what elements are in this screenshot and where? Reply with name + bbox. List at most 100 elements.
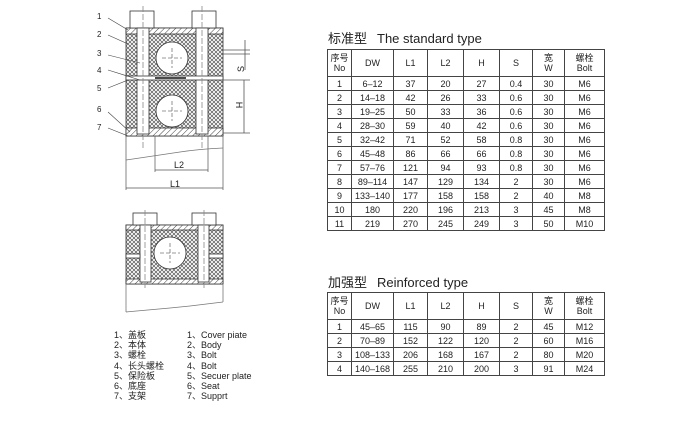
header-text: S	[512, 301, 519, 311]
table-cell: 3	[327, 347, 352, 362]
table-cell: 11	[327, 216, 352, 231]
table-cell: 58	[463, 132, 500, 147]
header-text: H	[478, 58, 485, 68]
table-cell: 2	[499, 174, 533, 189]
table-cell: M6	[564, 174, 605, 189]
table-cell: 66	[463, 146, 500, 161]
header-text: 宽	[543, 296, 553, 306]
column-header: H	[463, 292, 500, 320]
table-cell: 52	[427, 132, 464, 147]
table-cell: 70–89	[351, 333, 394, 348]
table-cell: 8	[327, 174, 352, 189]
callout-5: 5	[97, 84, 102, 93]
dim-s: S	[236, 65, 247, 73]
table-cell: M24	[564, 361, 605, 376]
table-cell: 4	[327, 361, 352, 376]
table-cell: M10	[564, 216, 605, 231]
table-cell: 80	[532, 347, 565, 362]
header-text: L2	[440, 58, 451, 68]
legend-item: 2、本体	[114, 340, 147, 351]
legend-item: 5、Secuer plate	[187, 370, 252, 381]
table-cell: M8	[564, 188, 605, 203]
header-text: L2	[440, 301, 451, 311]
table-cell: 45–48	[351, 146, 394, 161]
legend-item: 4、Bolt	[187, 360, 217, 371]
table-cell: 167	[463, 347, 500, 362]
table-cell: 26	[427, 90, 464, 105]
table-cell: 3	[499, 216, 533, 231]
table-cell: 220	[393, 202, 428, 217]
table-cell: 168	[427, 347, 464, 362]
table-cell: 89–114	[351, 174, 394, 189]
callout-6: 6	[97, 105, 102, 114]
table-cell: 134	[463, 174, 500, 189]
table-cell: 50	[393, 104, 428, 119]
column-header: DW	[351, 49, 394, 77]
table-cell: 115	[393, 319, 428, 334]
table-cell: 57–76	[351, 160, 394, 175]
table-cell: 32–42	[351, 132, 394, 147]
table-cell: 152	[393, 333, 428, 348]
table-cell: 30	[532, 160, 565, 175]
table-cell: 0.6	[499, 90, 533, 105]
legend-english: 1、Cover piate 2、Body 3、Bolt 4、Bolt 5、Sec…	[187, 330, 252, 401]
table-cell: 37	[393, 76, 428, 91]
table-cell: 180	[351, 202, 394, 217]
table-cell: M6	[564, 132, 605, 147]
table-cell: 1	[327, 319, 352, 334]
table-cell: 30	[532, 174, 565, 189]
table-cell: 91	[532, 361, 565, 376]
table-cell: 33	[427, 104, 464, 119]
legend-item: 1、盖板	[114, 330, 147, 340]
table-cell: 45	[532, 319, 565, 334]
title-zh: 标准型	[328, 31, 368, 46]
column-header: S	[499, 292, 533, 320]
table-cell: M8	[564, 202, 605, 217]
table-cell: 2	[499, 319, 533, 334]
header-text: S	[512, 58, 519, 68]
table-cell: 249	[463, 216, 500, 231]
table-cell: M20	[564, 347, 605, 362]
column-header: S	[499, 49, 533, 77]
table-cell: 0.8	[499, 132, 533, 147]
table-cell: 89	[463, 319, 500, 334]
dim-l2: L2	[174, 160, 185, 170]
header-text: 序号	[330, 296, 349, 306]
table-cell: 93	[463, 160, 500, 175]
table-cell: 30	[532, 146, 565, 161]
table-cell: 200	[463, 361, 500, 376]
legend-item: 5、保险板	[114, 370, 156, 381]
table-cell: M6	[564, 160, 605, 175]
table-cell: 6–12	[351, 76, 394, 91]
title-zh: 加强型	[328, 275, 368, 290]
table-cell: 255	[393, 361, 428, 376]
table-cell: 42	[463, 118, 500, 133]
table-cell: 45	[532, 202, 565, 217]
legend-item: 7、支架	[114, 391, 147, 402]
table-cell: 0.4	[499, 76, 533, 91]
table-cell: 30	[532, 132, 565, 147]
table-cell: 20	[427, 76, 464, 91]
table-cell: 30	[532, 118, 565, 133]
header-text: W	[544, 306, 553, 316]
legend-item: 3、螺栓	[114, 350, 147, 361]
table-cell: 158	[463, 188, 500, 203]
table-cell: 33	[463, 90, 500, 105]
table-cell: 30	[532, 104, 565, 119]
header-text: Bolt	[576, 63, 593, 73]
side-section-view	[125, 210, 224, 313]
table-cell: 2	[327, 333, 352, 348]
table-cell: 66	[427, 146, 464, 161]
clamp-technical-drawing	[107, 6, 250, 313]
